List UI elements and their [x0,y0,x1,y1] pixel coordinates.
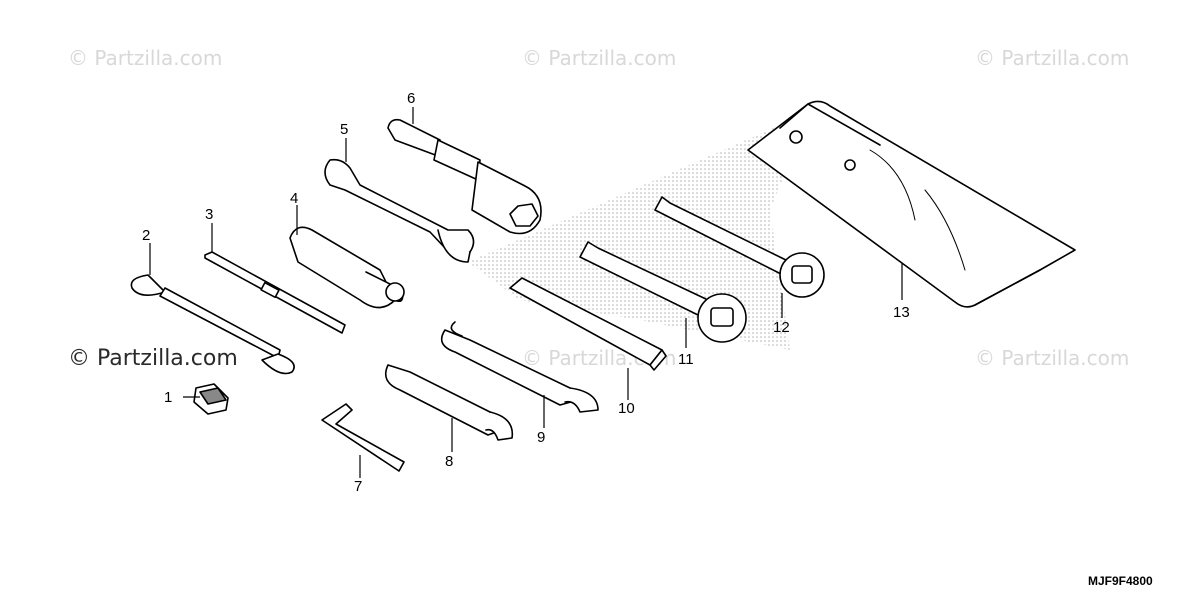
box-wrench-12 [654,196,825,298]
watermark-top-center: © Partzilla.com [522,46,677,70]
box-wrench-11 [579,241,747,343]
wing-logo-stipple [468,112,810,350]
cable-2 [130,274,295,375]
watermark-top-left: © Partzilla.com [68,46,223,70]
callout-13: 13 [893,304,910,321]
callout-8: 8 [445,453,454,470]
callout-1: 1 [164,389,173,406]
watermark-mid-right: © Partzilla.com [975,346,1130,370]
flat-bar-10 [509,277,667,371]
callout-5: 5 [340,121,349,138]
socket-wrench-6 [387,118,542,235]
tool-bag-13 [747,100,1076,308]
callout-4: 4 [290,190,299,207]
watermark-mid-left: © Partzilla.com [68,346,238,371]
callout-2: 2 [142,227,151,244]
leader-lines [149,107,903,478]
callout-7: 7 [354,478,363,495]
open-wrench-5 [324,158,475,263]
callout-9: 9 [537,429,546,446]
callout-10: 10 [618,400,635,417]
callout-12: 12 [773,319,790,336]
block-1 [193,383,229,415]
watermark-top-right: © Partzilla.com [975,46,1130,70]
open-wrench-9 [440,321,599,413]
callout-3: 3 [205,206,214,223]
screwdriver-3 [204,251,346,334]
hex-key-7 [321,403,405,472]
screwdriver-handle-4 [289,226,405,309]
callout-6: 6 [407,90,416,107]
diagram-code: MJF9F4800 [1088,574,1153,588]
callout-11: 11 [678,351,694,368]
open-wrench-8 [384,364,514,441]
